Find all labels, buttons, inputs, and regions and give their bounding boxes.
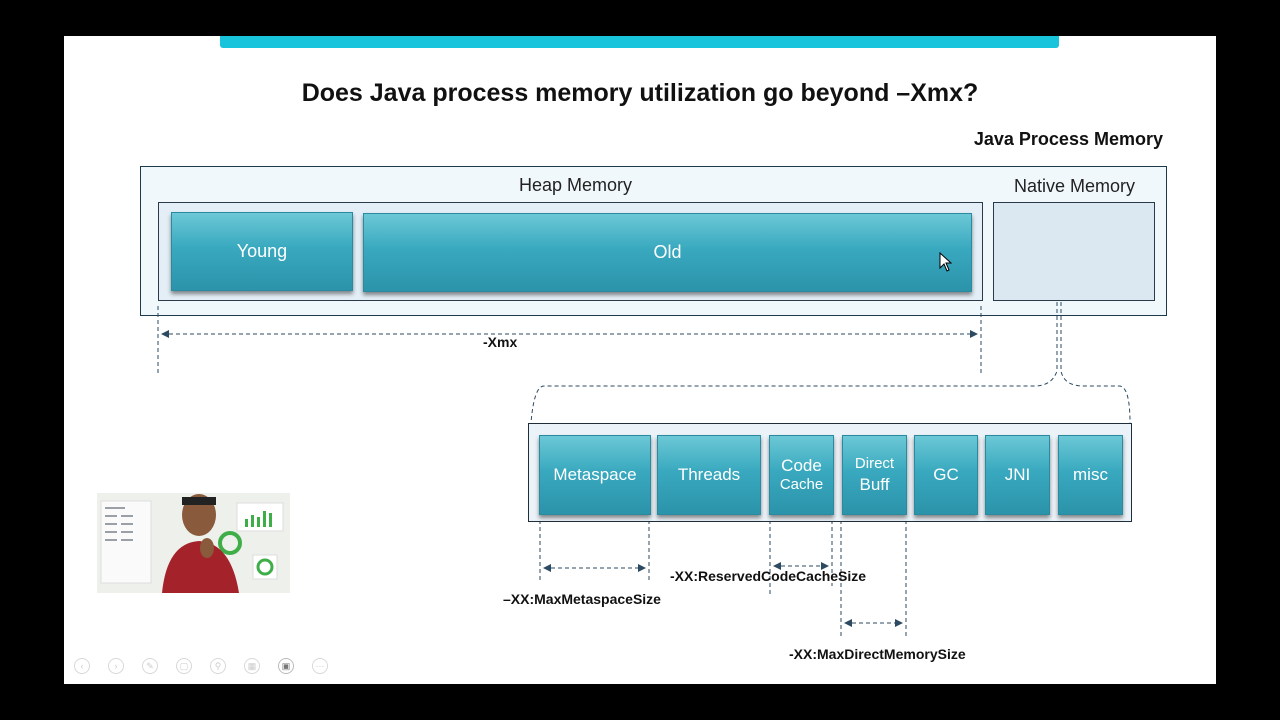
more-icon[interactable]: ⋯ (312, 658, 328, 674)
native-memory-label: Native Memory (1014, 176, 1136, 196)
max-direct-memory-size-label: -XX:MaxDirectMemorySize (789, 646, 966, 662)
java-process-memory-label: Java Process Memory (973, 129, 1163, 149)
max-metaspace-size-label: –XX:MaxMetaspaceSize (503, 591, 661, 607)
presentation-slide: Does Java process memory utilization go … (64, 36, 1216, 684)
misc-block: misc (1058, 435, 1123, 515)
metaspace-block: Metaspace (539, 435, 651, 515)
grid-icon[interactable]: ▦ (244, 658, 260, 674)
prev-icon[interactable]: ‹ (74, 658, 90, 674)
threads-block: Threads (657, 435, 761, 515)
direct-buffer-line2: Buff (859, 474, 890, 494)
dimension-lines (157, 302, 1131, 636)
zoom-icon[interactable]: ⚲ (210, 658, 226, 674)
jni-block: JNI (985, 435, 1050, 515)
young-gen-block: Young (171, 212, 353, 291)
accent-bar (220, 36, 1059, 48)
code-cache-block: Code Cache (769, 435, 834, 515)
old-gen-block: Old (363, 213, 972, 292)
heap-memory-label: Heap Memory (519, 175, 633, 195)
pen-icon[interactable]: ✎ (142, 658, 158, 674)
code-cache-line2: Cache (779, 476, 824, 494)
slide-title: Does Java process memory utilization go … (301, 79, 979, 107)
reserved-code-cache-size-label: -XX:ReservedCodeCacheSize (670, 568, 867, 584)
next-icon[interactable]: › (108, 658, 124, 674)
camera-icon[interactable]: ▣ (278, 658, 294, 674)
code-cache-line1: Code (781, 456, 822, 475)
mouse-cursor-icon (939, 252, 953, 272)
copy-icon[interactable]: ▢ (176, 658, 192, 674)
gc-block: GC (914, 435, 978, 515)
slideshow-toolbar: ‹ › ✎ ▢ ⚲ ▦ ▣ ⋯ (74, 658, 328, 674)
direct-buffer-block: Direct Buff (842, 435, 907, 515)
presenter-video-overlay[interactable] (97, 493, 290, 593)
xmx-option-label: -Xmx (483, 334, 518, 350)
presenter-video-frame (97, 493, 290, 593)
native-memory-box (993, 202, 1155, 301)
direct-buffer-line1: Direct (854, 455, 895, 472)
